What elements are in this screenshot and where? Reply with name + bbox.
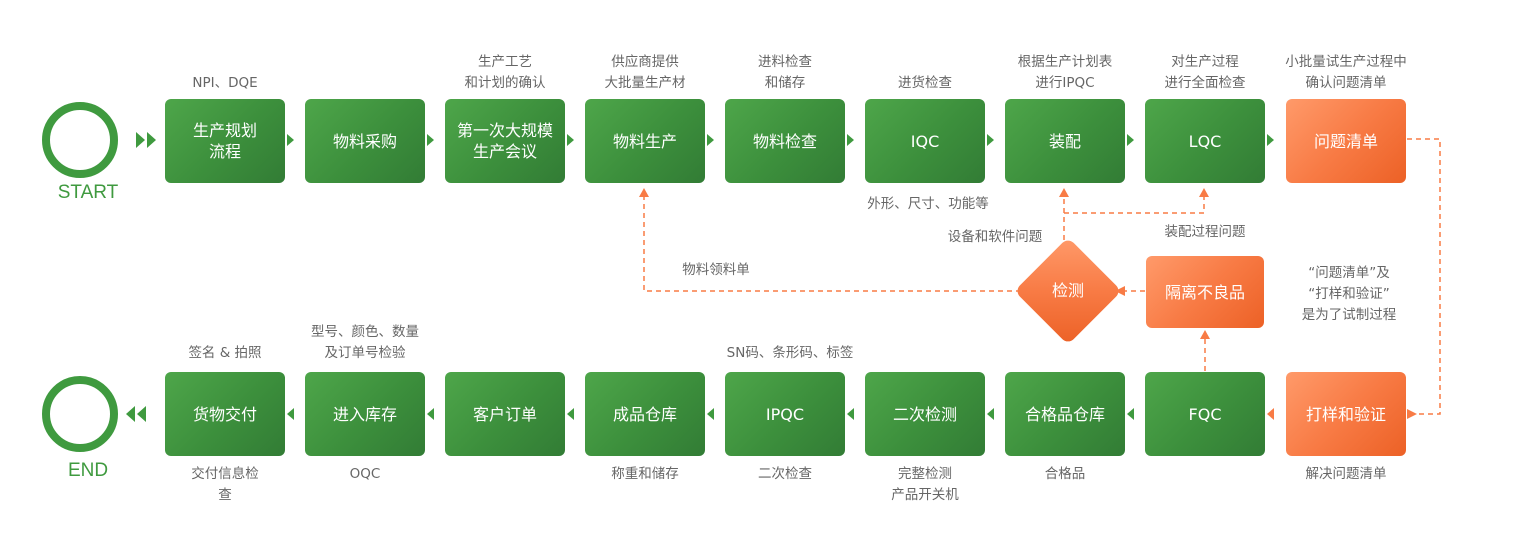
annotation-oqc: OQC [349,466,381,482]
process-box-material-purchase: 物料采购 [305,99,425,183]
process-box-finished-warehouse: 成品仓库 [585,372,705,456]
end-arrow-icon [126,406,135,422]
annotation-qualified: 合格品 [1044,466,1086,482]
top-row-arrows [287,134,1274,146]
annotation-process-plan-confirm: 生产工艺 和计划的确认 [464,54,546,91]
annotation-supplier-material: 供应商提供 大批量生产材 [604,54,686,91]
process-box-production-planning: 生产规划 流程 [165,99,285,183]
process-box-issue-list: 问题清单 [1286,99,1406,183]
process-box-fqc: FQC [1145,372,1265,456]
dashed-connectors [643,138,1441,415]
annotation-assembly-issue: 装配过程问题 [1164,224,1246,240]
arrow-to-fqc [1267,408,1274,420]
bottom-row-arrows [287,408,1134,420]
annotation-delivery-info-check: 交付信息检 查 [191,466,259,503]
process-box-qualified-warehouse: 合格品仓库 [1005,372,1125,456]
end-label: END [67,460,109,481]
process-box-material-check: 物料检查 [725,99,845,183]
annotation-weigh-store: 称重和储存 [611,466,679,482]
annotation-sn-barcode-label: SN码、条形码、标签 [726,345,854,361]
process-box-material-production: 物料生产 [585,99,705,183]
dashed-arrowheads [639,188,1417,419]
annotation-incoming-check: 进货检查 [898,75,952,91]
process-box-isolate-defects: 隔离不良品 [1146,256,1264,328]
start-arrow-icon [136,132,145,148]
process-box-assembly: 装配 [1005,99,1125,183]
process-box-ipqc: IPQC [725,372,845,456]
end-circle-icon [42,376,118,452]
annotation-full-process-check: 对生产过程 进行全面检查 [1164,54,1246,91]
annotation-npi-dqe: NPI、DQE [192,75,258,91]
annotation-trial-purpose: “问题清单”及 “打样和验证” 是为了试制过程 [1301,265,1397,323]
process-box-first-production-meeting: 第一次大规模 生产会议 [445,99,565,183]
annotation-device-software-issue: 设备和软件问题 [947,229,1043,245]
start-arrow-icon [147,132,156,148]
decision-label-detect: 检测 [1051,281,1084,300]
process-box-iqc: IQC [865,99,985,183]
annotation-trial-issue-list: 小批量试生产过程中 确认问题清单 [1285,54,1407,91]
annotation-incoming-storage: 进料检查 和储存 [758,54,812,91]
annotation-appearance-size-function: 外形、尺寸、功能等 [867,196,989,212]
annotation-model-color-qty: 型号、颜色、数量 及订单号检验 [311,324,419,361]
end-arrow-icon [137,406,146,422]
start-circle-icon [42,102,118,178]
process-box-enter-inventory: 进入库存 [305,372,425,456]
annotation-second-check: 二次检查 [758,466,812,482]
process-box-second-inspection: 二次检测 [865,372,985,456]
process-box-sampling-verification: 打样和验证 [1286,372,1406,456]
annotation-ipqc-plan: 根据生产计划表 进行IPQC [1017,54,1113,91]
process-box-customer-order: 客户订单 [445,372,565,456]
start-label: START [57,182,119,203]
annotation-material-requisition: 物料领料单 [682,262,750,278]
annotation-sign-photo: 签名 & 拍照 [188,345,262,361]
process-box-lqc: LQC [1145,99,1265,183]
annotation-full-test-power: 完整检测 产品开关机 [891,466,959,503]
annotation-resolve-issue-list: 解决问题清单 [1305,466,1387,482]
process-box-delivery: 货物交付 [165,372,285,456]
